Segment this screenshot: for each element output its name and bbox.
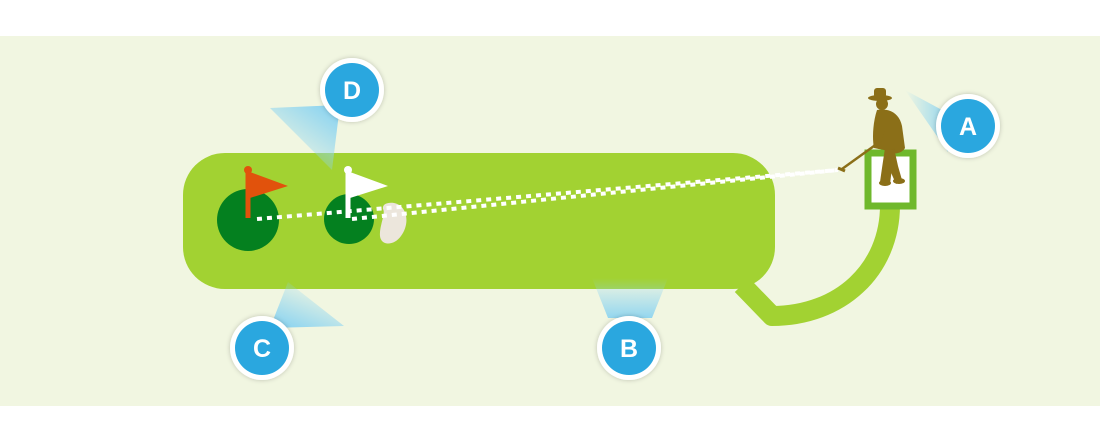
white-flag-icon	[344, 166, 388, 218]
marker-c-beam	[270, 282, 344, 328]
marker-d-label: D	[343, 77, 361, 105]
tee-path	[734, 204, 900, 326]
marker-d-beam	[270, 105, 340, 170]
marker-c-label: C	[253, 335, 271, 363]
shot-path-to-pin	[256, 168, 839, 221]
secondary-green	[324, 194, 374, 244]
bunker	[379, 202, 407, 244]
marker-b-label: B	[620, 335, 638, 363]
shot-path-layup	[351, 168, 839, 221]
marker-b[interactable]: B	[597, 316, 661, 380]
red-flag-icon	[244, 166, 288, 218]
marker-d[interactable]: D	[320, 58, 384, 122]
marker-a-label: A	[959, 113, 977, 141]
marker-c[interactable]: C	[230, 316, 294, 380]
main-green	[217, 189, 279, 251]
shot-paths	[256, 168, 839, 221]
marker-a-beam	[905, 90, 948, 152]
marker-b-beam	[592, 278, 668, 318]
marker-a[interactable]: A	[936, 94, 1000, 158]
golfer-putting-icon	[837, 88, 905, 186]
